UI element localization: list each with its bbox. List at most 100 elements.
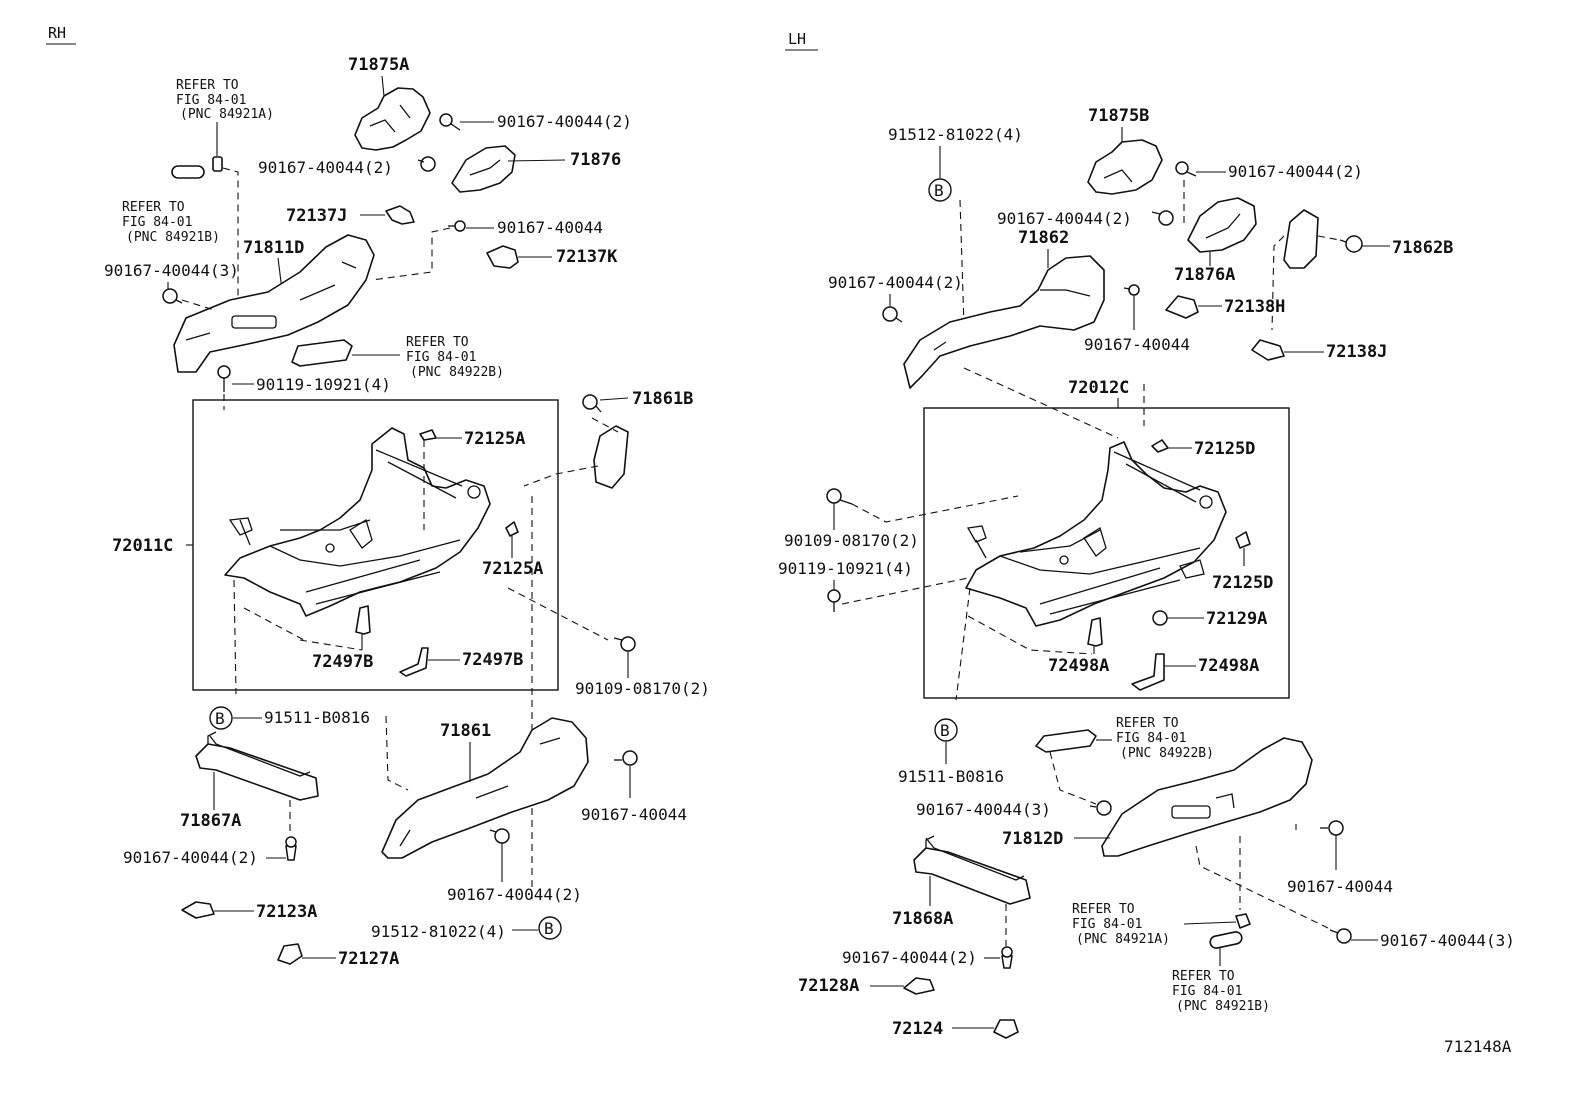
label-71875A: 71875A xyxy=(348,55,409,75)
screw-icon xyxy=(162,288,183,304)
label-72498A-left: 72498A xyxy=(1048,656,1109,676)
ref-marker-B-lh-text: B xyxy=(934,181,944,200)
bolt-icon xyxy=(217,365,231,392)
label-90119-10921-4: 90119-10921(4) xyxy=(256,375,391,394)
ref-text-1-line2: FIG 84-01 xyxy=(176,93,246,108)
clip-icon xyxy=(212,156,223,172)
screw-icon xyxy=(448,220,466,232)
ref-text-lh-1-line3: (PNC 84922B) xyxy=(1120,746,1214,761)
part-71862B-cap-icon xyxy=(1283,209,1319,269)
clip-icon xyxy=(1001,946,1013,969)
part-71868A-rail-icon xyxy=(913,835,1031,905)
label-90167-40044-3-lh-right: 90167-40044(3) xyxy=(1380,931,1515,950)
part-71861B-cap-icon xyxy=(593,425,629,489)
ref-text-lh-2-line1: REFER TO xyxy=(1072,902,1135,917)
part-71862-shield-icon xyxy=(903,255,1105,389)
label-90167-40044-3: 90167-40044(3) xyxy=(104,261,239,280)
label-91512-81022-4-lh: 91512-81022(4) xyxy=(888,125,1023,144)
lh-assembly: 71875B 91512-81022(4) B 90167-40044(2) 9… xyxy=(778,106,1515,1039)
part-72497B-icon xyxy=(355,605,371,635)
nut-icon xyxy=(1152,610,1168,626)
label-90167-40044-2-lh-top: 90167-40044(2) xyxy=(1228,162,1363,181)
part-71876A-icon xyxy=(1187,197,1257,253)
screw-icon xyxy=(1175,161,1197,177)
label-72123A: 72123A xyxy=(256,902,317,922)
diagram-id: 712148A xyxy=(1444,1037,1512,1056)
label-90167-40044-2-lh-mid: 90167-40044(2) xyxy=(997,209,1132,228)
ref-marker-B-lh-icon: B xyxy=(928,178,952,202)
ref-text-lh-3-line2: FIG 84-01 xyxy=(1172,984,1242,999)
part-72125A-clip2-icon xyxy=(505,521,519,537)
label-90167-40044-rh-lower: 90167-40044 xyxy=(581,805,687,824)
part-72123A-icon xyxy=(181,901,215,919)
ref-text-2-line1: REFER TO xyxy=(122,200,185,215)
label-71875B: 71875B xyxy=(1088,106,1149,126)
ref-text-lh-2-line2: FIG 84-01 xyxy=(1072,917,1142,932)
label-71861: 71861 xyxy=(440,721,491,741)
ref-text-3-line3: (PNC 84922B) xyxy=(410,365,504,380)
label-90167-40044-lh-top: 90167-40044 xyxy=(1084,335,1190,354)
label-90167-40044-2-lower: 90167-40044(2) xyxy=(447,885,582,904)
label-91511-B0816: 91511-B0816 xyxy=(264,708,370,727)
ref-text-lh-1-line2: FIG 84-01 xyxy=(1116,731,1186,746)
ref-marker-B2-icon: B xyxy=(538,916,562,940)
label-71862: 71862 xyxy=(1018,228,1069,248)
ref-marker-B-icon: B xyxy=(209,706,233,730)
label-72128A: 72128A xyxy=(798,976,859,996)
label-72137J: 72137J xyxy=(286,206,347,226)
label-91511-B0816-lh: 91511-B0816 xyxy=(898,767,1004,786)
screw-icon xyxy=(882,306,903,323)
screw-icon xyxy=(1089,800,1112,816)
part-71861-shield-icon xyxy=(381,717,589,859)
label-72138J: 72138J xyxy=(1326,342,1387,362)
label-71876A: 71876A xyxy=(1174,265,1235,285)
label-72137K: 72137K xyxy=(556,247,618,267)
part-71867A-rail-icon xyxy=(195,731,319,801)
label-71868A: 71868A xyxy=(892,909,953,929)
part-72498A-icon xyxy=(1087,617,1103,647)
part-72138J-icon xyxy=(1251,339,1285,361)
lever-knob-icon xyxy=(171,165,205,179)
label-71811D: 71811D xyxy=(243,238,304,258)
label-90167-40044-2-lower-left: 90167-40044(2) xyxy=(123,848,258,867)
label-90119-10921-4-lh: 90119-10921(4) xyxy=(778,559,913,578)
label-72125A-top: 72125A xyxy=(464,429,525,449)
ref-text-2-line2: FIG 84-01 xyxy=(122,215,192,230)
screw-icon xyxy=(1329,928,1352,944)
clip-icon xyxy=(1235,913,1251,929)
part-72127A-icon xyxy=(277,943,303,965)
label-90167-40044-lh-lower: 90167-40044 xyxy=(1287,877,1393,896)
ref-text-lh-1-line1: REFER TO xyxy=(1116,716,1179,731)
part-72137K-icon xyxy=(486,245,519,269)
part-71812D-shield-icon xyxy=(1101,737,1313,857)
label-72498A-right: 72498A xyxy=(1198,656,1259,676)
part-84922B-lh-icon xyxy=(1035,729,1097,753)
ref-text-3-line1: REFER TO xyxy=(406,335,469,350)
part-71811D-icon xyxy=(173,234,375,373)
label-90167-40044-2-lh-lower: 90167-40044(2) xyxy=(842,948,977,967)
rh-assembly: 71875A 90167-40044(2) 90167-40044(2) 718… xyxy=(104,55,710,969)
label-90167-40044-3-lh: 90167-40044(3) xyxy=(916,800,1051,819)
screw-icon xyxy=(417,156,436,172)
label-71867A: 71867A xyxy=(180,811,241,831)
ref-text-1-line1: REFER TO xyxy=(176,78,239,93)
label-72497B-right: 72497B xyxy=(462,650,523,670)
screw-icon xyxy=(1151,210,1174,226)
part-72137J-icon xyxy=(385,205,415,225)
screw-icon xyxy=(1339,235,1363,253)
label-90167-40044-2-top: 90167-40044(2) xyxy=(497,112,632,131)
part-72125D-clip2-icon xyxy=(1235,531,1251,549)
label-72127A: 72127A xyxy=(338,949,399,969)
part-84922B-icon xyxy=(291,339,353,367)
label-72011C: 72011C xyxy=(112,536,173,556)
ref-text-3-line2: FIG 84-01 xyxy=(406,350,476,365)
screw-icon xyxy=(614,750,638,766)
label-71862B: 71862B xyxy=(1392,238,1453,258)
screw-icon xyxy=(1123,284,1140,296)
rh-label: RH xyxy=(48,24,66,42)
ref-marker-B-text: B xyxy=(215,709,225,728)
ref-text-1-line3: (PNC 84921A) xyxy=(180,107,274,122)
screw-icon xyxy=(439,113,461,131)
part-71875B-icon xyxy=(1087,139,1163,195)
